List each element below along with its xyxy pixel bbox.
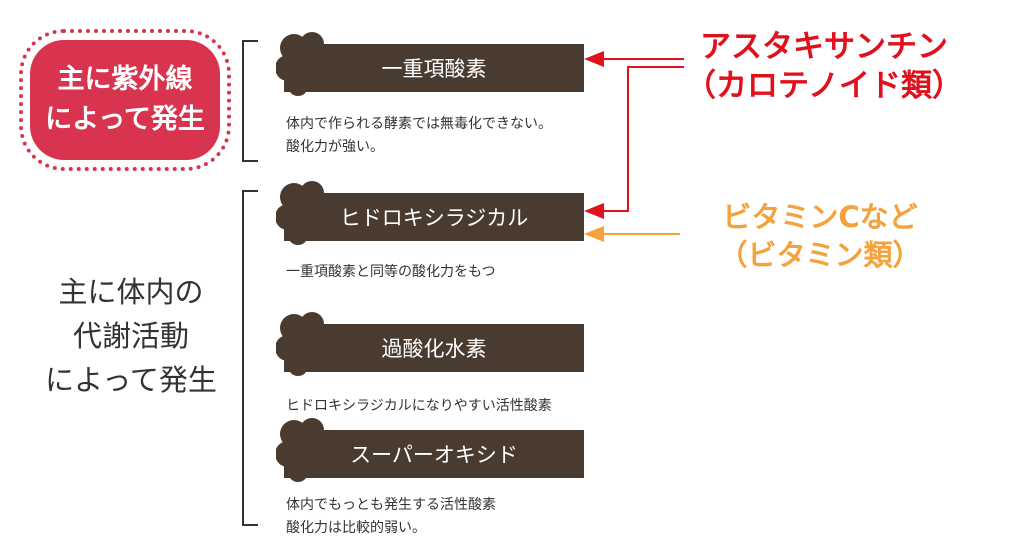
vitamin-c-arrow-head: [584, 226, 604, 242]
uv-origin-label: 主に紫外線 によって発生: [19, 29, 231, 171]
uv-origin-line2: によって発生: [45, 104, 205, 135]
astaxanthin-arrow-branch-line: [602, 66, 684, 212]
astaxanthin-line2: （カロテノイド類）: [684, 68, 964, 104]
metabolism-origin-line1: 主に体内の: [58, 275, 204, 309]
species-desc-line1: 体内で作られる酵素では無毒化できない。: [286, 116, 552, 132]
species-box-hydrogen-peroxide: 過酸化水素: [276, 312, 584, 376]
vitamin-c-label: ビタミンCなど （ビタミン類）: [680, 198, 960, 274]
species-box-superoxide: スーパーオキシド: [276, 418, 584, 482]
species-desc-singlet-oxygen: 体内で作られる酵素では無毒化できない。 酸化力が強い。: [286, 113, 552, 159]
astaxanthin-arrow-bottom-head: [584, 203, 604, 219]
astaxanthin-line1: アスタキサンチン: [700, 29, 948, 65]
uv-bracket: [242, 40, 258, 162]
uv-origin-line1: 主に紫外線: [57, 64, 193, 95]
species-desc-line2: 酸化力は比較的弱い。: [286, 520, 426, 536]
cloud-blob-icon: [276, 181, 324, 245]
metabolism-bracket: [242, 190, 258, 526]
species-name: 過酸化水素: [381, 337, 487, 361]
vitamin-c-line1: ビタミンCなど: [722, 200, 918, 234]
vitamin-c-line2: （ビタミン類）: [718, 238, 922, 272]
species-desc-line1: 一重項酸素と同等の酸化力をもつ: [286, 264, 496, 280]
cloud-blob-icon: [276, 32, 324, 96]
cloud-blob-icon: [276, 418, 324, 482]
metabolism-origin-line3: によって発生: [45, 363, 217, 397]
species-desc-hydroxyl-radical: 一重項酸素と同等の酸化力をもつ: [286, 261, 495, 284]
species-desc-superoxide: 体内でもっとも発生する活性酸素 酸化力は比較的弱い。: [286, 494, 496, 540]
species-desc-line1: 体内でもっとも発生する活性酸素: [286, 497, 496, 513]
species-name: ヒドロキシラジカル: [339, 206, 529, 230]
species-desc-line1: ヒドロキシラジカルになりやすい活性酸素: [286, 398, 552, 414]
metabolism-origin-label: 主に体内の 代謝活動 によって発生: [36, 270, 226, 402]
astaxanthin-arrow-top-head: [584, 51, 604, 67]
species-name: スーパーオキシド: [350, 443, 518, 467]
metabolism-origin-line2: 代謝活動: [72, 319, 189, 353]
cloud-blob-icon: [276, 312, 324, 376]
species-desc-hydrogen-peroxide: ヒドロキシラジカルになりやすい活性酸素: [286, 395, 552, 418]
astaxanthin-label: アスタキサンチン （カロテノイド類）: [684, 28, 964, 106]
species-box-singlet-oxygen: 一重項酸素: [276, 32, 584, 96]
species-box-hydroxyl-radical: ヒドロキシラジカル: [276, 181, 584, 245]
species-name: 一重項酸素: [381, 57, 487, 81]
species-desc-line2: 酸化力が強い。: [286, 139, 384, 155]
